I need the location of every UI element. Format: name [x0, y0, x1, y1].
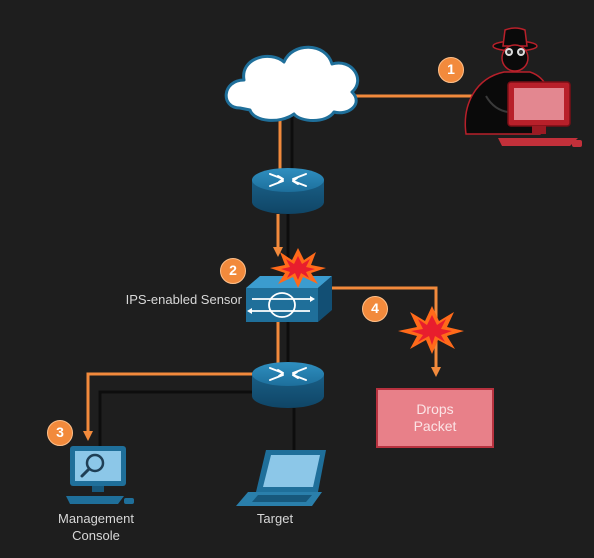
- console-label-line1: Management: [58, 511, 134, 526]
- step-badge-1: 1: [438, 57, 464, 83]
- console-label-line2: Console: [72, 528, 120, 543]
- link-router2-console: [98, 390, 254, 450]
- step-badge-4: 4: [362, 296, 388, 322]
- ips-sensor-icon: [246, 276, 332, 322]
- sensor-label: IPS-enabled Sensor: [125, 292, 242, 307]
- target-label: Target: [256, 511, 294, 526]
- laptop-icon: [236, 450, 326, 506]
- router-icon: [252, 362, 324, 408]
- explosion-icon: [270, 248, 326, 288]
- console-label: Management Console: [46, 510, 146, 544]
- monitor-icon: [66, 446, 134, 504]
- explosion-icon: [398, 306, 464, 354]
- network-links: [98, 108, 296, 452]
- step-badge-2: 2: [220, 258, 246, 284]
- router-icon: [252, 168, 324, 214]
- drops-label-line1: Drops: [416, 401, 454, 417]
- path-router2-console: [83, 372, 254, 441]
- drops-label-line2: Packet: [413, 418, 457, 434]
- drops-packet-box: Drops Packet: [376, 388, 494, 448]
- step-badge-3: 3: [47, 420, 73, 446]
- cloud-icon: [224, 45, 359, 122]
- attacker-icon: [464, 27, 582, 147]
